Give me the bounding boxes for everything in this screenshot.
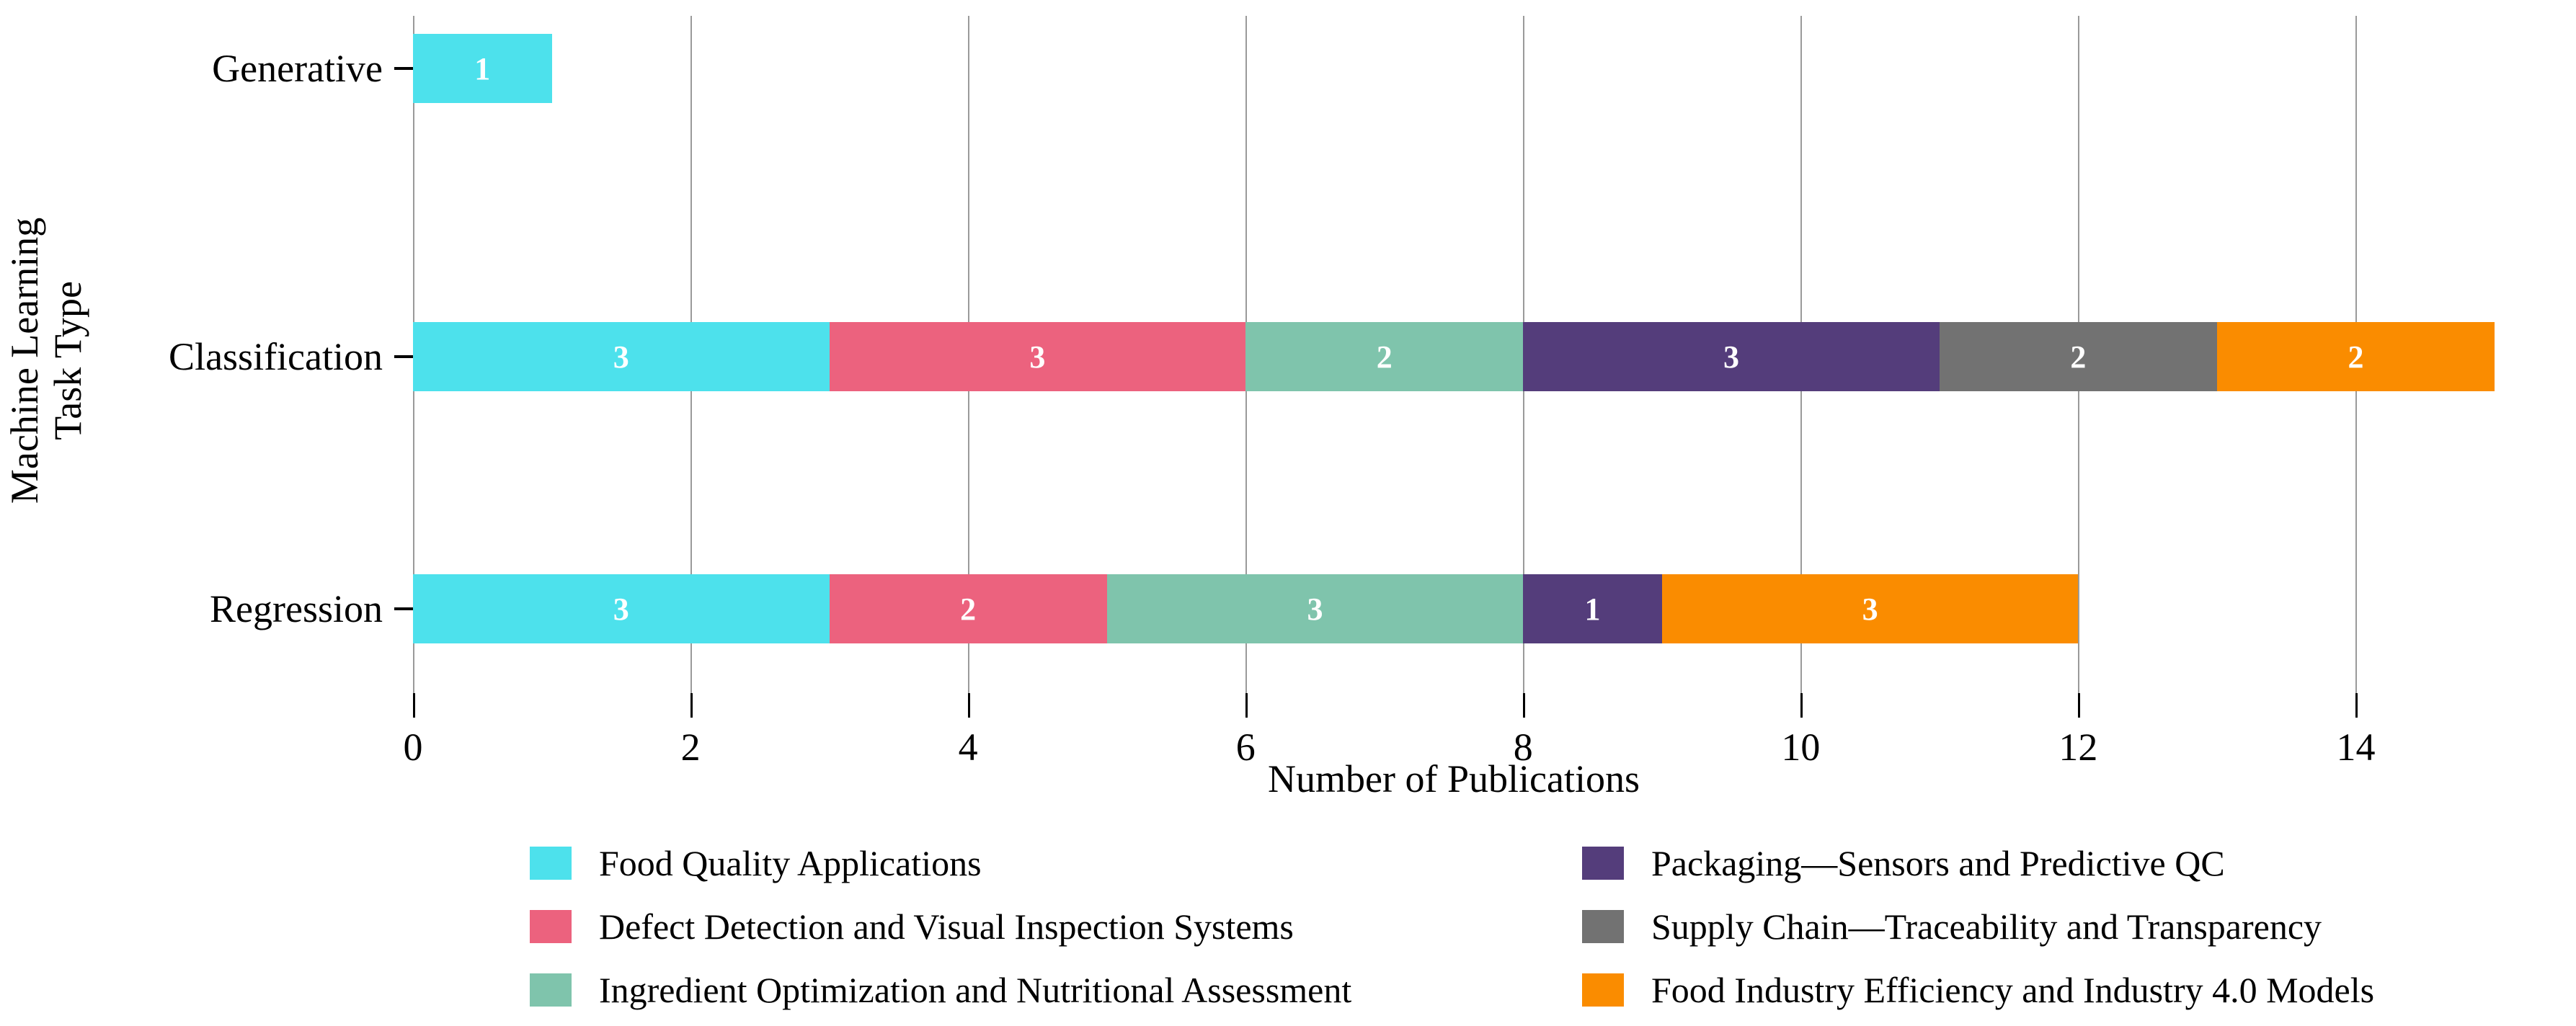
- legend-item[interactable]: Food Quality Applications: [530, 845, 1582, 881]
- x-tick-mark: [1800, 693, 1803, 718]
- bar-segment: 3: [413, 574, 830, 643]
- bar-segment: 3: [829, 322, 1246, 391]
- x-tick-label: 12: [2058, 726, 2098, 769]
- x-axis: 0 2 4 6 8 10 12 14: [404, 693, 2495, 769]
- legend-swatch: [1582, 973, 1624, 1007]
- x-tick-label: 14: [2336, 726, 2376, 769]
- x-tick-label: 0: [403, 726, 423, 769]
- bar-segment-value: 3: [1029, 339, 1046, 375]
- bar-segment-value: 3: [1307, 591, 1323, 627]
- bar-segment-value: 3: [613, 591, 629, 627]
- bar-classification: 3 3 2 3 2 2: [413, 322, 2495, 391]
- bar-segment-value: 2: [2070, 339, 2087, 375]
- x-tick-mark: [2078, 693, 2081, 718]
- bar-segment: 3: [1106, 574, 1524, 643]
- bar-segment-value: 2: [1376, 339, 1393, 375]
- x-tick-mark: [690, 693, 693, 718]
- legend-item[interactable]: Defect Detection and Visual Inspection S…: [530, 909, 1582, 945]
- legend-item[interactable]: Food Industry Efficiency and Industry 4.…: [1582, 972, 2519, 1008]
- legend: Food Quality Applications Packaging—Senso…: [530, 844, 2512, 1009]
- x-tick-mark: [413, 693, 415, 718]
- y-tick-label: Regression: [210, 587, 383, 630]
- bar-segment: 2: [1939, 322, 2217, 391]
- x-tick-label: 2: [680, 726, 701, 769]
- legend-label: Defect Detection and Visual Inspection S…: [599, 906, 1294, 947]
- legend-swatch: [1582, 910, 1624, 943]
- x-tick-mark: [1245, 693, 1248, 718]
- bar-segment-value: 1: [474, 50, 491, 86]
- y-tick-mark: [394, 607, 413, 610]
- x-tick-label: 8: [1513, 726, 1533, 769]
- bar-segment-value: 2: [960, 591, 977, 627]
- legend-item[interactable]: Packaging—Sensors and Predictive QC: [1582, 845, 2519, 881]
- x-tick-label: 4: [958, 726, 978, 769]
- bar-segment: 3: [1661, 574, 2079, 643]
- x-tick-label: 10: [1781, 726, 1821, 769]
- y-tick-generative: Generative: [0, 47, 413, 90]
- x-tick-mark: [1523, 693, 1526, 718]
- bar-segment: 1: [1523, 574, 1662, 643]
- plot-area: 1 3 3 2 3 2 2 3 2 3 1 3: [413, 16, 2495, 693]
- legend-swatch: [530, 973, 572, 1007]
- y-tick-mark: [394, 67, 413, 70]
- bar-segment: 3: [413, 322, 830, 391]
- x-tick-mark: [2355, 693, 2358, 718]
- bar-segment: 1: [413, 34, 552, 103]
- y-tick-label: Classification: [169, 335, 383, 378]
- bar-segment-value: 3: [1862, 591, 1878, 627]
- legend-swatch: [530, 847, 572, 880]
- bar-segment: 3: [1523, 322, 1940, 391]
- legend-swatch: [530, 910, 572, 943]
- y-tick-label: Generative: [212, 47, 383, 90]
- bar-segment: 2: [1245, 322, 1524, 391]
- legend-item[interactable]: Ingredient Optimization and Nutritional …: [530, 972, 1582, 1008]
- legend-label: Food Quality Applications: [599, 843, 982, 883]
- bar-segment-value: 3: [1723, 339, 1740, 375]
- y-tick-mark: [394, 355, 413, 358]
- bar-generative: 1: [413, 34, 552, 103]
- bar-segment: 2: [829, 574, 1107, 643]
- legend-swatch: [1582, 847, 1624, 880]
- legend-label: Ingredient Optimization and Nutritional …: [599, 970, 1352, 1010]
- y-tick-classification: Classification: [0, 335, 413, 378]
- x-axis-title: Number of Publications: [1268, 757, 1640, 800]
- bar-segment-value: 1: [1584, 591, 1601, 627]
- bar-regression: 3 2 3 1 3: [413, 574, 2079, 643]
- legend-label: Supply Chain—Traceability and Transparen…: [1651, 906, 2322, 947]
- y-tick-regression: Regression: [0, 587, 413, 630]
- bar-segment-value: 2: [2348, 339, 2364, 375]
- x-tick-label: 6: [1235, 726, 1256, 769]
- bar-segment-value: 3: [613, 339, 629, 375]
- bar-segment: 2: [2216, 322, 2495, 391]
- legend-item[interactable]: Supply Chain—Traceability and Transparen…: [1582, 909, 2519, 945]
- x-tick-mark: [968, 693, 971, 718]
- legend-label: Food Industry Efficiency and Industry 4.…: [1651, 970, 2375, 1010]
- legend-label: Packaging—Sensors and Predictive QC: [1651, 843, 2225, 883]
